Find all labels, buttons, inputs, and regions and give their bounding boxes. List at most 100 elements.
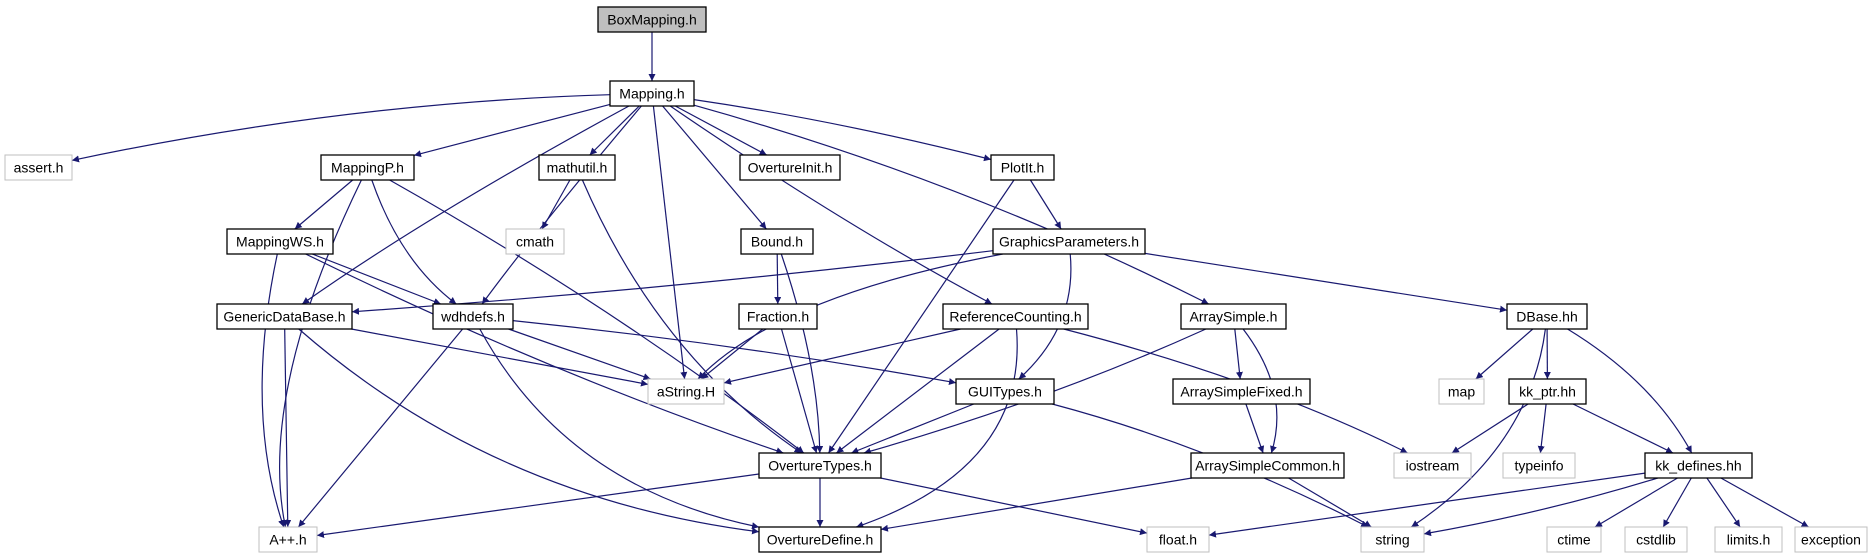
edge-DBase-to-map	[1475, 328, 1534, 380]
edge-kk_defines-to-float	[1208, 472, 1646, 538]
node-box	[1714, 526, 1783, 553]
edge-kk_ptr-to-typeinfo	[1537, 403, 1547, 454]
node-label: A++.h	[269, 532, 306, 548]
node-label: GraphicsParameters.h	[999, 234, 1139, 250]
node-ArraySimpleCommon[interactable]: ArraySimpleCommon.h	[1190, 452, 1345, 479]
node-box	[1506, 303, 1588, 330]
edge-Mapping-to-assert	[71, 94, 611, 163]
node-Fraction[interactable]: Fraction.h	[738, 303, 818, 330]
node-mathutil[interactable]: mathutil.h	[538, 154, 616, 181]
edge-wdhdefs-to-OvertureDefine	[479, 328, 760, 530]
edge-ArraySimpleCommon-to-OvertureDefine	[880, 477, 1192, 532]
node-box	[216, 303, 353, 330]
node-box	[432, 303, 514, 330]
node-Bound[interactable]: Bound.h	[740, 228, 814, 255]
edge-kk_defines-to-string	[1423, 477, 1658, 537]
node-label: iostream	[1406, 458, 1460, 474]
node-label: Mapping.h	[619, 86, 684, 102]
node-box	[1644, 452, 1753, 479]
edge-kk_ptr-to-kk_defines	[1572, 403, 1674, 454]
node-map: map	[1438, 378, 1485, 405]
edge-Mapping-to-Bound	[662, 105, 767, 230]
edge-Mapping-to-aString	[652, 105, 688, 380]
node-PlotIt[interactable]: PlotIt.h	[990, 154, 1055, 181]
edge-GenericDataBase-to-Aplusplus	[284, 328, 292, 528]
node-label: limits.h	[1727, 532, 1771, 548]
edge-MappingP-to-OvertureTypes	[389, 179, 805, 454]
node-box	[1438, 378, 1485, 405]
node-kk_defines[interactable]: kk_defines.hh	[1644, 452, 1753, 479]
node-label: typeinfo	[1514, 458, 1563, 474]
edge-ReferenceCounting-to-OvertureTypes	[836, 328, 1000, 454]
node-label: kk_ptr.hh	[1519, 384, 1576, 400]
edge-DBase-to-kk_defines	[1567, 328, 1693, 454]
edge-Mapping-to-ReferenceCounting	[669, 105, 993, 305]
node-OvertureDefine[interactable]: OvertureDefine.h	[758, 526, 882, 553]
edge-MappingWS-to-wdhdefs	[311, 253, 442, 305]
edge-wdhdefs-to-aString	[508, 328, 651, 380]
node-label: ctime	[1557, 532, 1591, 548]
node-DBase[interactable]: DBase.hh	[1506, 303, 1588, 330]
node-GraphicsParameters[interactable]: GraphicsParameters.h	[992, 228, 1146, 255]
node-label: DBase.hh	[1516, 309, 1577, 325]
node-Mapping[interactable]: Mapping.h	[609, 80, 695, 107]
node-Aplusplus: A++.h	[258, 526, 318, 553]
edge-PlotIt-to-GraphicsParameters	[1029, 179, 1062, 230]
node-label: exception	[1801, 532, 1861, 548]
node-box	[1360, 526, 1425, 553]
node-ArraySimple[interactable]: ArraySimple.h	[1180, 303, 1287, 330]
node-ArraySimpleFixed[interactable]: ArraySimpleFixed.h	[1172, 378, 1311, 405]
node-box	[955, 378, 1055, 405]
node-box	[758, 526, 882, 553]
node-MappingWS[interactable]: MappingWS.h	[226, 228, 334, 255]
node-GUITypes[interactable]: GUITypes.h	[955, 378, 1055, 405]
edge-MappingWS-to-OvertureTypes	[305, 253, 784, 455]
node-iostream: iostream	[1393, 452, 1472, 479]
node-OvertureTypes[interactable]: OvertureTypes.h	[758, 452, 882, 479]
edge-ArraySimpleCommon-to-string	[1288, 477, 1372, 528]
edge-ReferenceCounting-to-aString	[723, 328, 961, 385]
node-OvertureInit[interactable]: OvertureInit.h	[739, 154, 841, 181]
edge-GenericDataBase-to-OvertureDefine	[298, 328, 760, 535]
node-box	[1172, 378, 1311, 405]
node-cstdlib: cstdlib	[1624, 526, 1688, 553]
edge-GUITypes-to-OvertureTypes	[851, 403, 975, 454]
node-wdhdefs[interactable]: wdhdefs.h	[432, 303, 514, 330]
node-label: Bound.h	[751, 234, 803, 250]
node-box	[990, 154, 1055, 181]
node-kk_ptr[interactable]: kk_ptr.hh	[1508, 378, 1587, 405]
edge-kk_defines-to-exception	[1720, 477, 1809, 528]
node-label: map	[1448, 384, 1475, 400]
edge-MappingWS-to-Aplusplus	[261, 253, 285, 528]
edge-PlotIt-to-OvertureTypes	[828, 179, 1015, 454]
node-string: string	[1360, 526, 1425, 553]
edge-OvertureTypes-to-Aplusplus	[316, 473, 760, 539]
edge-kk_defines-to-ctime	[1594, 477, 1678, 528]
node-label: assert.h	[14, 160, 64, 176]
node-box	[1794, 526, 1868, 553]
node-box	[1190, 452, 1345, 479]
node-BoxMapping[interactable]: BoxMapping.h	[597, 6, 707, 33]
edge-Mapping-to-PlotIt	[693, 99, 992, 162]
edge-Fraction-to-aString	[700, 328, 764, 380]
node-label: cstdlib	[1636, 532, 1676, 548]
edge-DBase-to-string	[1410, 328, 1546, 528]
edge-GraphicsParameters-to-DBase	[1144, 252, 1508, 313]
node-label: string	[1375, 532, 1409, 548]
edge-kk_defines-to-cstdlib	[1662, 477, 1692, 528]
node-ctime: ctime	[1546, 526, 1602, 553]
node-label: ArraySimpleFixed.h	[1180, 384, 1302, 400]
node-ReferenceCounting[interactable]: ReferenceCounting.h	[942, 303, 1089, 330]
edge-Fraction-to-OvertureTypes	[780, 328, 818, 454]
edge-mathutil-to-cmath	[541, 179, 571, 230]
node-box	[320, 154, 415, 181]
node-GenericDataBase[interactable]: GenericDataBase.h	[216, 303, 353, 330]
node-label: ArraySimpleCommon.h	[1195, 458, 1340, 474]
edge-Mapping-to-wdhdefs	[481, 105, 642, 305]
node-MappingP[interactable]: MappingP.h	[320, 154, 415, 181]
edge-wdhdefs-to-GUITypes	[512, 320, 957, 386]
node-limits: limits.h	[1714, 526, 1783, 553]
edge-mathutil-to-OvertureTypes	[581, 179, 802, 454]
